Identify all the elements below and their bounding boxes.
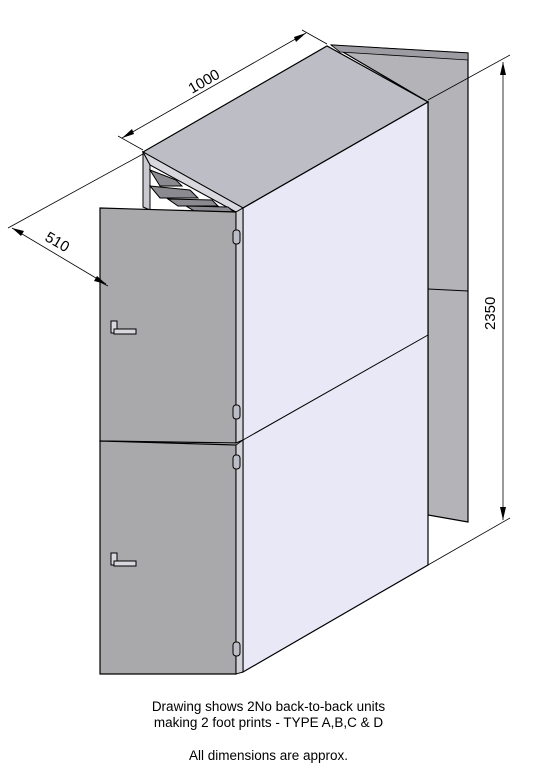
upper-locker-door [99, 207, 244, 444]
depth-label: 510 [42, 229, 72, 256]
lower-door-handle [110, 552, 137, 567]
height-label: 2350 [482, 297, 499, 330]
caption-note: All dimensions are approx. [188, 748, 349, 763]
height-dimension: 2350 [427, 54, 511, 566]
caption-line-1: Drawing shows 2No back-to-back units [151, 699, 386, 714]
lower-hinge-top [232, 454, 241, 470]
lower-hinge-bottom [232, 641, 241, 657]
lower-locker-door [99, 439, 244, 675]
upper-hinge-top [232, 229, 241, 245]
width-label: 1000 [186, 66, 223, 97]
caption-line-2: making 2 foot prints - TYPE A,B,C & D [153, 715, 384, 730]
upper-door-handle [110, 320, 137, 335]
upper-hinge-bottom [232, 404, 241, 420]
cabinet-interior [141, 150, 245, 213]
